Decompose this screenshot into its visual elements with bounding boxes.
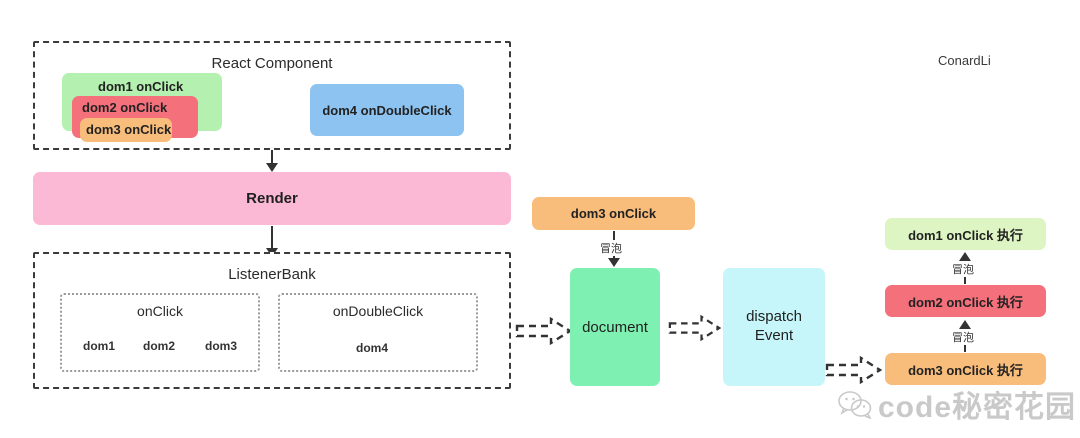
execution-step-dom2[interactable]: dom2 onClick 执行 [885, 285, 1046, 317]
arrow-exec3-to-exec2-head [959, 320, 971, 329]
arrow-exec2-to-exec1-head [959, 252, 971, 261]
react-component-title: React Component [211, 55, 333, 72]
listener-chip-dom1-label: dom1 [82, 339, 115, 353]
author-label: ConardLi [938, 53, 991, 68]
execution-step-dom3[interactable]: dom3 onClick 执行 [885, 353, 1046, 385]
edge-label-bubble-2: 冒泡 [950, 329, 976, 345]
listener-chip-dom3-label: dom3 [204, 339, 237, 353]
execution-step-dom3-label: dom3 onClick 执行 [908, 362, 1023, 378]
arrow-listenerbank-to-document [515, 316, 573, 346]
listener-chip-dom2[interactable]: dom2 [131, 335, 187, 357]
listener-group-ondoubleclick-title: onDoubleClick [332, 303, 424, 319]
wechat-icon [838, 391, 872, 419]
listener-group-ondoubleclick: onDoubleClick [278, 293, 478, 372]
dom1-onclick-label: dom1 onClick [98, 79, 184, 94]
dom3-onclick-label: dom3 onClick [86, 122, 172, 137]
dom3-onclick-block[interactable]: dom3 onClick [80, 118, 172, 142]
document-block[interactable]: document [570, 268, 660, 386]
arrow-react-to-render-head [266, 163, 278, 172]
render-label: Render [246, 190, 298, 207]
render-block[interactable]: Render [33, 172, 511, 225]
dom4-ondoubleclick-label: dom4 onDoubleClick [322, 102, 452, 118]
edge-label-bubble-trigger: 冒泡 [598, 240, 624, 256]
watermark-text: code秘密花园 [878, 391, 1077, 424]
arrow-render-to-listenerbank-line [271, 226, 273, 251]
document-label: document [582, 318, 648, 336]
trigger-dom3-onclick-block[interactable]: dom3 onClick [532, 197, 695, 230]
arrow-trigger-to-document-head [608, 258, 620, 267]
arrow-react-to-render-line [271, 150, 273, 164]
listener-group-onclick-title: onClick [137, 303, 183, 319]
listener-chip-dom4[interactable]: dom4 [342, 337, 402, 359]
dispatch-event-label-line1: dispatch [746, 308, 802, 326]
dom4-ondoubleclick-block[interactable]: dom4 onDoubleClick [310, 84, 464, 136]
watermark: code秘密花园 [838, 382, 1076, 426]
listener-chip-dom4-label: dom4 [355, 341, 388, 355]
edge-label-bubble-1: 冒泡 [950, 261, 976, 277]
arrow-dispatch-to-execution [825, 355, 883, 385]
listenerbank-title: ListenerBank [228, 266, 316, 283]
execution-step-dom2-label: dom2 onClick 执行 [908, 294, 1023, 310]
listener-chip-dom3[interactable]: dom3 [193, 335, 249, 357]
execution-step-dom1-label: dom1 onClick 执行 [908, 227, 1023, 243]
listener-group-onclick: onClick [60, 293, 260, 372]
arrow-document-to-dispatch [668, 314, 722, 342]
trigger-dom3-onclick-label: dom3 onClick [570, 206, 657, 221]
dispatch-event-label-line2: Event [754, 327, 794, 344]
dom2-onclick-label: dom2 onClick [82, 100, 168, 115]
listener-chip-dom1[interactable]: dom1 [73, 335, 125, 357]
listener-chip-dom2-label: dom2 [142, 339, 175, 353]
dispatch-event-block[interactable]: dispatch Event [723, 268, 825, 386]
execution-step-dom1[interactable]: dom1 onClick 执行 [885, 218, 1046, 250]
